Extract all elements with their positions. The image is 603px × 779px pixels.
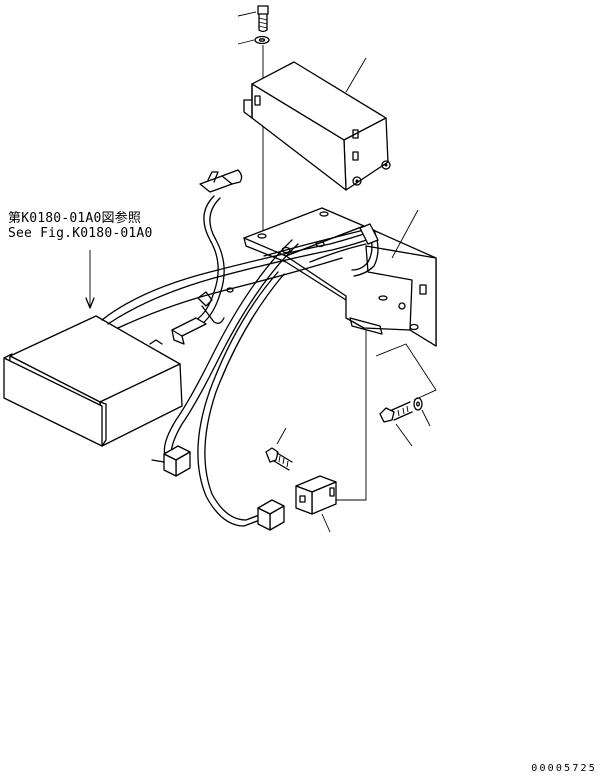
relay-screw — [265, 427, 293, 471]
connector-left — [151, 445, 191, 477]
side-washer — [413, 397, 431, 427]
harness-connector-upper — [359, 223, 379, 245]
side-centerline — [375, 343, 437, 401]
cover-bracket — [243, 57, 391, 191]
control-unit — [3, 250, 183, 447]
reference-note-japanese: 第K0180-01A0図参照 — [8, 211, 142, 226]
harness-clamp-top — [199, 169, 243, 193]
mounting-plate — [243, 207, 437, 347]
harness-clamp-bottom — [171, 291, 225, 345]
top-washer — [237, 35, 270, 45]
connector-right — [257, 499, 285, 531]
drawing-number: 00005725 — [531, 763, 597, 774]
top-bolt — [237, 5, 269, 33]
plate-edge-line — [336, 330, 367, 501]
relay — [295, 475, 337, 533]
wire-clips — [226, 240, 325, 293]
reference-note-english: See Fig.K0180-01A0 — [8, 226, 153, 241]
side-bolt — [379, 401, 413, 447]
